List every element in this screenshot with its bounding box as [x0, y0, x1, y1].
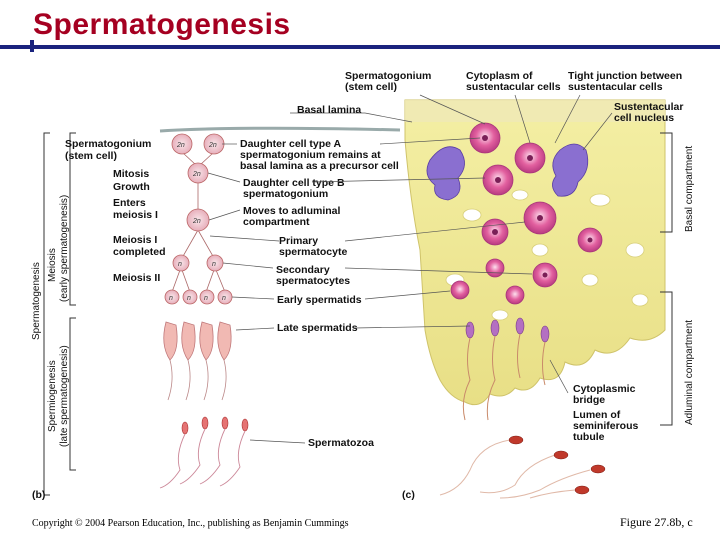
label-primary: Primary — [279, 235, 318, 247]
cell-label-2n: 2n — [192, 171, 201, 178]
label-completed: completed — [113, 246, 166, 258]
leader-lines-b — [207, 112, 365, 444]
cell-label-2n: 2n — [208, 142, 217, 149]
label-tight-junction: Tight junction between — [568, 70, 682, 82]
secondary-spermatocyte-cells: n n — [172, 254, 224, 272]
cell-label-2n: 2n — [176, 142, 185, 149]
cell-label-n: n — [178, 261, 182, 268]
label-daughter-b-2: spermatogonium — [243, 188, 328, 200]
label-tight-junction-2: sustentacular cells — [568, 81, 663, 93]
label-early-spermatids: Early spermatids — [277, 294, 362, 306]
label-cytoplasm: Cytoplasm of — [466, 70, 533, 82]
label-primary-2: spermatocyte — [279, 246, 347, 258]
label-moves: Moves to adluminal — [243, 205, 341, 217]
panel-c-tag: (c) — [402, 489, 415, 501]
label-adluminal-compartment: Adluminal compartment — [684, 320, 695, 425]
late-spermatid-cells — [163, 321, 232, 361]
label-daughter-a-2: spermatogonium remains at — [240, 149, 381, 161]
spermatid-tails-c — [462, 333, 546, 421]
label-cell-nucleus: cell nucleus — [614, 112, 674, 124]
label-growth: Growth — [113, 181, 150, 193]
label-meiosis-ii: Meiosis II — [113, 272, 160, 284]
label-spermatogonium-c: Spermatogonium — [345, 70, 431, 82]
label-mitosis: Mitosis — [113, 168, 149, 180]
label-late-spermatids: Late spermatids — [277, 322, 358, 334]
label-daughter-a-3: basal lamina as a precursor cell — [240, 160, 399, 172]
label-moves-2: compartment — [243, 216, 310, 228]
label-daughter-b: Daughter cell type B — [243, 177, 345, 189]
label-late-spermatogenesis: (late spermatogenesis) — [59, 345, 70, 447]
cell-lineage — [171, 152, 226, 293]
label-lumen: Lumen of — [573, 409, 621, 421]
label-enters: Enters — [113, 197, 146, 209]
label-early-spermatogenesis: (early spermatogenesis) — [59, 195, 70, 302]
spermatozoa-c — [439, 435, 606, 499]
label-stem-cell: (stem cell) — [65, 150, 117, 162]
label-sustentacular-nucleus: Sustentacular — [614, 101, 683, 113]
title-rule — [0, 45, 720, 49]
label-spermatozoa: Spermatozoa — [308, 437, 374, 449]
label-meiosis-i-completed: Meiosis I — [113, 234, 157, 246]
cell-label-2n: 2n — [192, 218, 201, 225]
late-spermatid-tails — [167, 359, 227, 401]
page-title: Spermatogenesis — [33, 8, 291, 41]
spermatozoa-b — [159, 416, 249, 489]
panel-b-brackets — [43, 132, 76, 496]
figure-label: Figure 27.8b, c — [620, 515, 693, 529]
label-basal-lamina: Basal lamina — [297, 104, 361, 116]
early-spermatid-cells: n n n n — [164, 289, 233, 305]
label-spermatogenesis: Spermatogenesis — [31, 262, 42, 340]
cell-nuclei — [482, 135, 593, 278]
label-sustentacular-cells: sustentacular cells — [466, 81, 561, 93]
leader-lines-c — [311, 94, 613, 394]
panel-b-tag: (b) — [32, 489, 45, 501]
label-stem-cell-c: (stem cell) — [345, 81, 397, 93]
primary-spermatocyte-cell: 2n — [186, 208, 210, 232]
cell-label-n: n — [169, 295, 173, 302]
label-tubule: tubule — [573, 431, 605, 443]
basal-lamina-c — [405, 100, 665, 122]
label-daughter-a: Daughter cell type A — [240, 138, 342, 150]
label-bridge: bridge — [573, 394, 605, 406]
label-spermiogenesis: Spermiogenesis — [47, 360, 58, 432]
tissue-holes — [445, 189, 649, 321]
cell-label-n: n — [222, 295, 226, 302]
label-secondary: Secondary — [276, 264, 330, 276]
label-meiosis-i: meiosis I — [113, 209, 158, 221]
compartment-brackets — [660, 132, 673, 426]
copyright-text: Copyright © 2004 Pearson Education, Inc.… — [32, 518, 349, 529]
cell-label-n: n — [204, 295, 208, 302]
type-b-cell: 2n — [187, 162, 209, 184]
label-secondary-2: spermatocytes — [276, 275, 350, 287]
label-seminiferous: seminiferous — [573, 420, 639, 432]
spermatogonium-cells: 2n 2n — [171, 133, 225, 155]
label-meiosis: Meiosis — [47, 248, 58, 282]
label-spermatogonium: Spermatogonium — [65, 138, 151, 150]
label-cytoplasmic-bridge: Cytoplasmic — [573, 383, 636, 395]
label-basal-compartment: Basal compartment — [684, 146, 695, 232]
basal-lamina-b — [159, 126, 401, 133]
cell-label-n: n — [187, 295, 191, 302]
cell-label-n: n — [212, 261, 216, 268]
sustentacular-nuclei — [426, 143, 589, 201]
